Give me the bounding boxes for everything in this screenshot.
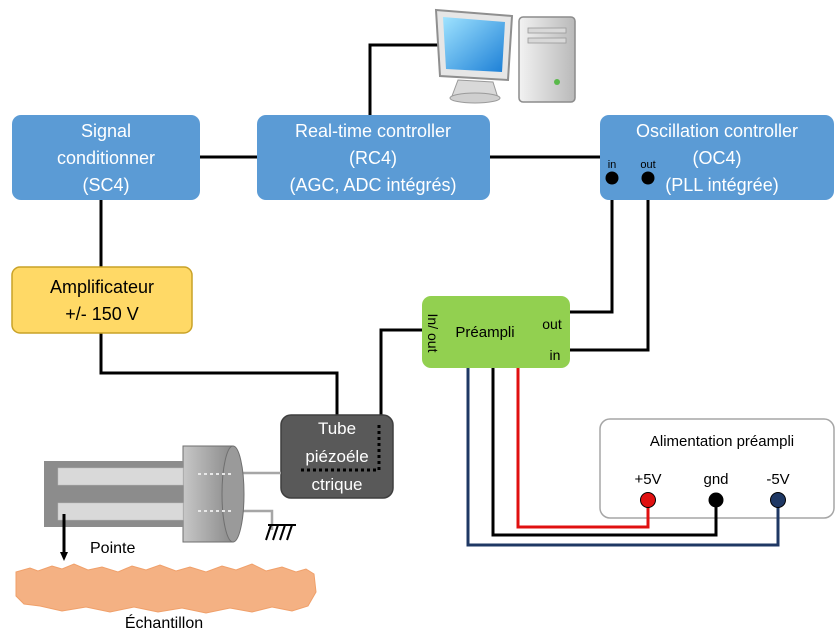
preamp-block: Préampli In/ out out in bbox=[422, 296, 570, 368]
sample-label: Échantillon bbox=[125, 613, 203, 632]
signal-conditioner-block: Signal conditionner (SC4) bbox=[12, 115, 200, 200]
tip-label: Pointe bbox=[90, 540, 135, 557]
wires bbox=[99, 43, 650, 415]
wire-oc-out-preamp-in bbox=[570, 178, 650, 352]
oc-port-out-label: out bbox=[640, 159, 655, 171]
amplifier-block: Amplificateur +/- 150 V bbox=[11, 266, 193, 334]
power-minus-terminal bbox=[770, 492, 786, 508]
ground-icon bbox=[265, 524, 296, 541]
wire-amp-tube bbox=[99, 333, 339, 415]
power-wires bbox=[466, 368, 780, 547]
wire-computer-rc bbox=[368, 43, 445, 115]
rc-line-3: (AGC, ADC intégrés) bbox=[289, 175, 456, 195]
power-gnd-label: gnd bbox=[703, 471, 728, 488]
power-minus-label: -5V bbox=[766, 471, 789, 488]
preamp-port-out-label: out bbox=[542, 316, 562, 332]
realtime-controller-block: Real-time controller (RC4) (AGC, ADC int… bbox=[257, 115, 490, 200]
sample-surface bbox=[15, 563, 317, 614]
sc-line-2: conditionner bbox=[57, 148, 155, 168]
tube-line-1: Tube bbox=[318, 419, 356, 438]
wire-preamp-plus5v bbox=[516, 368, 650, 529]
power-plus-terminal bbox=[640, 492, 656, 508]
amp-line-2: +/- 150 V bbox=[65, 304, 139, 324]
power-gnd-terminal bbox=[708, 492, 724, 508]
oc-port-in-connector bbox=[605, 171, 619, 185]
oc-port-out-connector bbox=[641, 171, 655, 185]
rc-line-2: (RC4) bbox=[349, 148, 397, 168]
tube-line-2: piézoéle bbox=[305, 447, 368, 466]
oc-line-2: (OC4) bbox=[693, 148, 742, 168]
sc-line-1: Signal bbox=[81, 121, 131, 141]
piezo-tube-block: Tube piézoéle ctrique bbox=[280, 414, 394, 499]
oc-port-in-label: in bbox=[608, 159, 617, 171]
wire-oc-in-preamp-out bbox=[570, 178, 614, 314]
oc-line-3: (PLL intégrée) bbox=[665, 175, 778, 195]
computer-icon bbox=[434, 8, 576, 104]
rc-line-1: Real-time controller bbox=[295, 121, 451, 141]
wire-preamp-tube bbox=[379, 328, 422, 415]
tip-assembly bbox=[44, 445, 296, 561]
wire-preamp-minus5v bbox=[466, 368, 780, 547]
tube-line-3: ctrique bbox=[311, 475, 362, 494]
power-supply-title: Alimentation préampli bbox=[650, 433, 794, 450]
oscillation-controller-block: Oscillation controller (OC4) (PLL intégr… bbox=[600, 115, 834, 200]
oc-line-1: Oscillation controller bbox=[636, 121, 798, 141]
preamp-title: Préampli bbox=[455, 324, 514, 341]
preamp-side-label: In/ out bbox=[425, 314, 441, 353]
preamp-port-in-label: in bbox=[550, 347, 561, 363]
sc-line-3: (SC4) bbox=[82, 175, 129, 195]
power-plus-label: +5V bbox=[634, 471, 661, 488]
wire-preamp-gnd bbox=[491, 368, 718, 537]
amp-line-1: Amplificateur bbox=[50, 277, 154, 297]
